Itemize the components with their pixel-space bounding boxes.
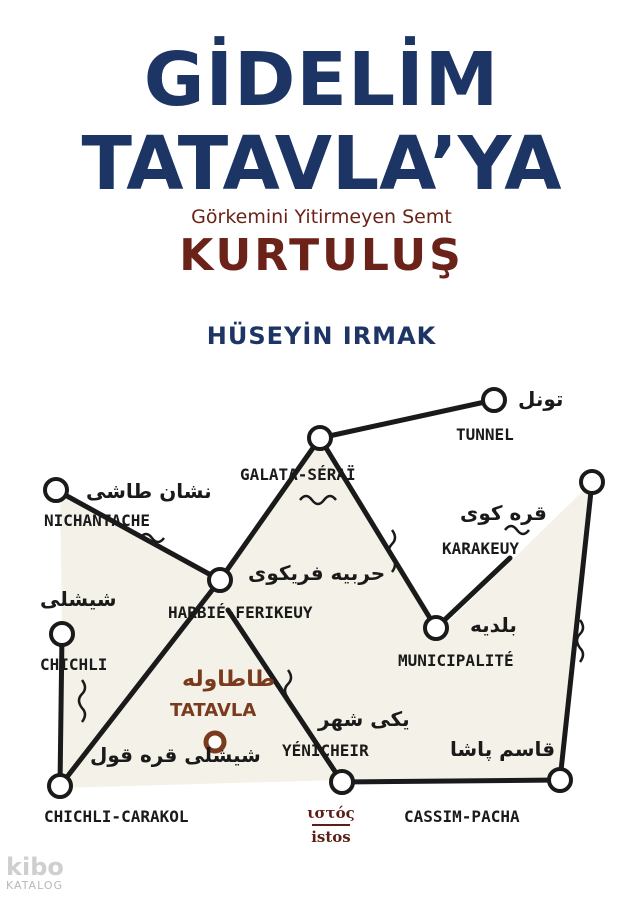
station-marker-galata	[307, 425, 333, 451]
watermark: kibo KATALOG	[6, 855, 86, 892]
arabic-cassim: قاسم پاشا	[450, 737, 555, 762]
route-lines	[53, 397, 595, 789]
arabic-tunnel: تونل	[518, 387, 563, 411]
arabic-nichantache: نشان طاشی	[86, 479, 212, 503]
station-markers	[43, 387, 605, 799]
subtitle: Görkemini Yitirmeyen Semt	[191, 206, 452, 228]
tatavla-label: TATAVLA	[170, 700, 256, 721]
watermark-sub: KATALOG	[6, 879, 63, 892]
station-marker-chichli	[49, 621, 75, 647]
tram-map: تونل نشان طاشی قره کوی حربیه فریکوی شیشل…	[40, 387, 605, 826]
label-karakeuy: KARAKEUY	[442, 539, 519, 558]
publisher-divider	[312, 824, 350, 826]
label-municipalite: MUNICIPALITÉ	[398, 651, 514, 670]
title-line-1: GİDELİM	[143, 37, 500, 123]
station-marker-municipalite	[423, 615, 449, 641]
label-chichli-carakol: CHICHLI-CARAKOL	[44, 807, 189, 826]
map-area-fill	[60, 438, 590, 788]
map-squiggles	[77, 494, 585, 723]
label-tunnel: TUNNEL	[456, 425, 514, 444]
publisher-logo: ιστός istos	[296, 804, 366, 846]
title-line-2: TATAVLA’YA	[81, 121, 562, 207]
station-marker-tunnel	[481, 387, 507, 413]
tatavla-marker	[203, 730, 227, 754]
author-name: HÜSEYİN IRMAK	[206, 322, 437, 350]
publisher-greek: ιστός	[307, 804, 355, 822]
label-chichli: CHICHLI	[40, 655, 107, 674]
arabic-chichli-carakol: شیشلی قره قول	[90, 743, 261, 767]
station-marker-chichli-carakol	[47, 773, 73, 799]
label-yenicheir: YÉNICHEIR	[282, 741, 369, 760]
label-nichantache: NICHANTACHE	[44, 511, 150, 530]
station-marker-karakeuy	[579, 469, 605, 495]
arabic-harbie: حربیه فریکوی	[248, 561, 385, 585]
label-harbie: HARBIÉ-FERIKEUY	[168, 603, 313, 622]
publisher-latin: istos	[311, 828, 351, 846]
arabic-karakeuy: قره کوی	[460, 501, 547, 525]
label-galata: GALATA-SÉRAÏ	[240, 465, 356, 484]
label-cassim: CASSIM-PACHA	[404, 807, 520, 826]
main-subject: KURTULUŞ	[179, 230, 464, 281]
tatavla-arabic: طاطاوله	[182, 667, 275, 692]
station-marker-yenicheir	[329, 769, 355, 795]
arabic-municipalite: بلدیه	[470, 613, 517, 637]
station-marker-nichantache	[43, 477, 69, 503]
arabic-yenicheir: یکی شهر	[317, 707, 410, 731]
watermark-brand: kibo	[6, 853, 64, 881]
station-marker-cassim	[547, 767, 573, 793]
station-marker-harbie	[207, 567, 233, 593]
arabic-chichli: شیشلی	[40, 587, 117, 611]
